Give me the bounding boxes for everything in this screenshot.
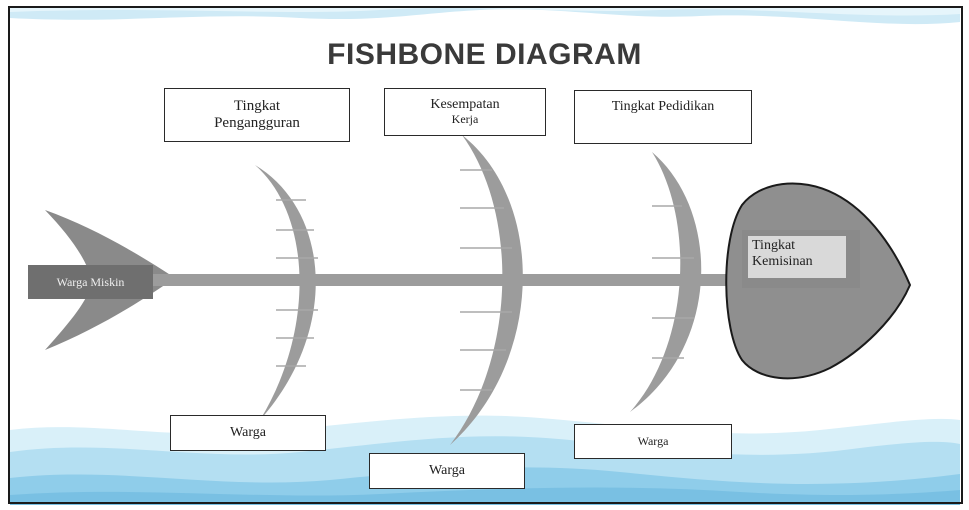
cause-box-bottom-3: Warga — [574, 424, 732, 459]
diagram-title: FISHBONE DIAGRAM — [0, 38, 969, 72]
tail-label: Warga Miskin — [28, 265, 153, 299]
effect-label-line1: Tingkat — [752, 238, 795, 253]
cause-box-bottom-1: Warga — [170, 415, 326, 451]
cause-box-bottom-2: Warga — [369, 453, 525, 489]
bone-2 — [450, 135, 523, 445]
cause-bottom-3-label: Warga — [638, 435, 669, 449]
bone-1 — [255, 165, 316, 420]
cause-top-3-line1: Tingkat Pedidikan — [612, 99, 715, 115]
cause-top-1-line2: Pengangguran — [214, 115, 300, 132]
cause-top-2-line2: Kerja — [452, 113, 479, 127]
cause-box-top-2: Kesempatan Kerja — [384, 88, 546, 136]
effect-label: Tingkat Kemisinan — [748, 236, 846, 278]
effect-label-line2: Kemisinan — [752, 254, 813, 269]
cause-top-1-line1: Tingkat — [234, 98, 280, 115]
cause-bottom-1-label: Warga — [230, 425, 266, 441]
cause-bottom-2-label: Warga — [429, 463, 465, 479]
cause-top-2-line1: Kesempatan — [430, 97, 499, 113]
spine — [150, 274, 750, 286]
cause-box-top-3: Tingkat Pedidikan — [574, 90, 752, 144]
cause-box-top-1: Tingkat Pengangguran — [164, 88, 350, 142]
